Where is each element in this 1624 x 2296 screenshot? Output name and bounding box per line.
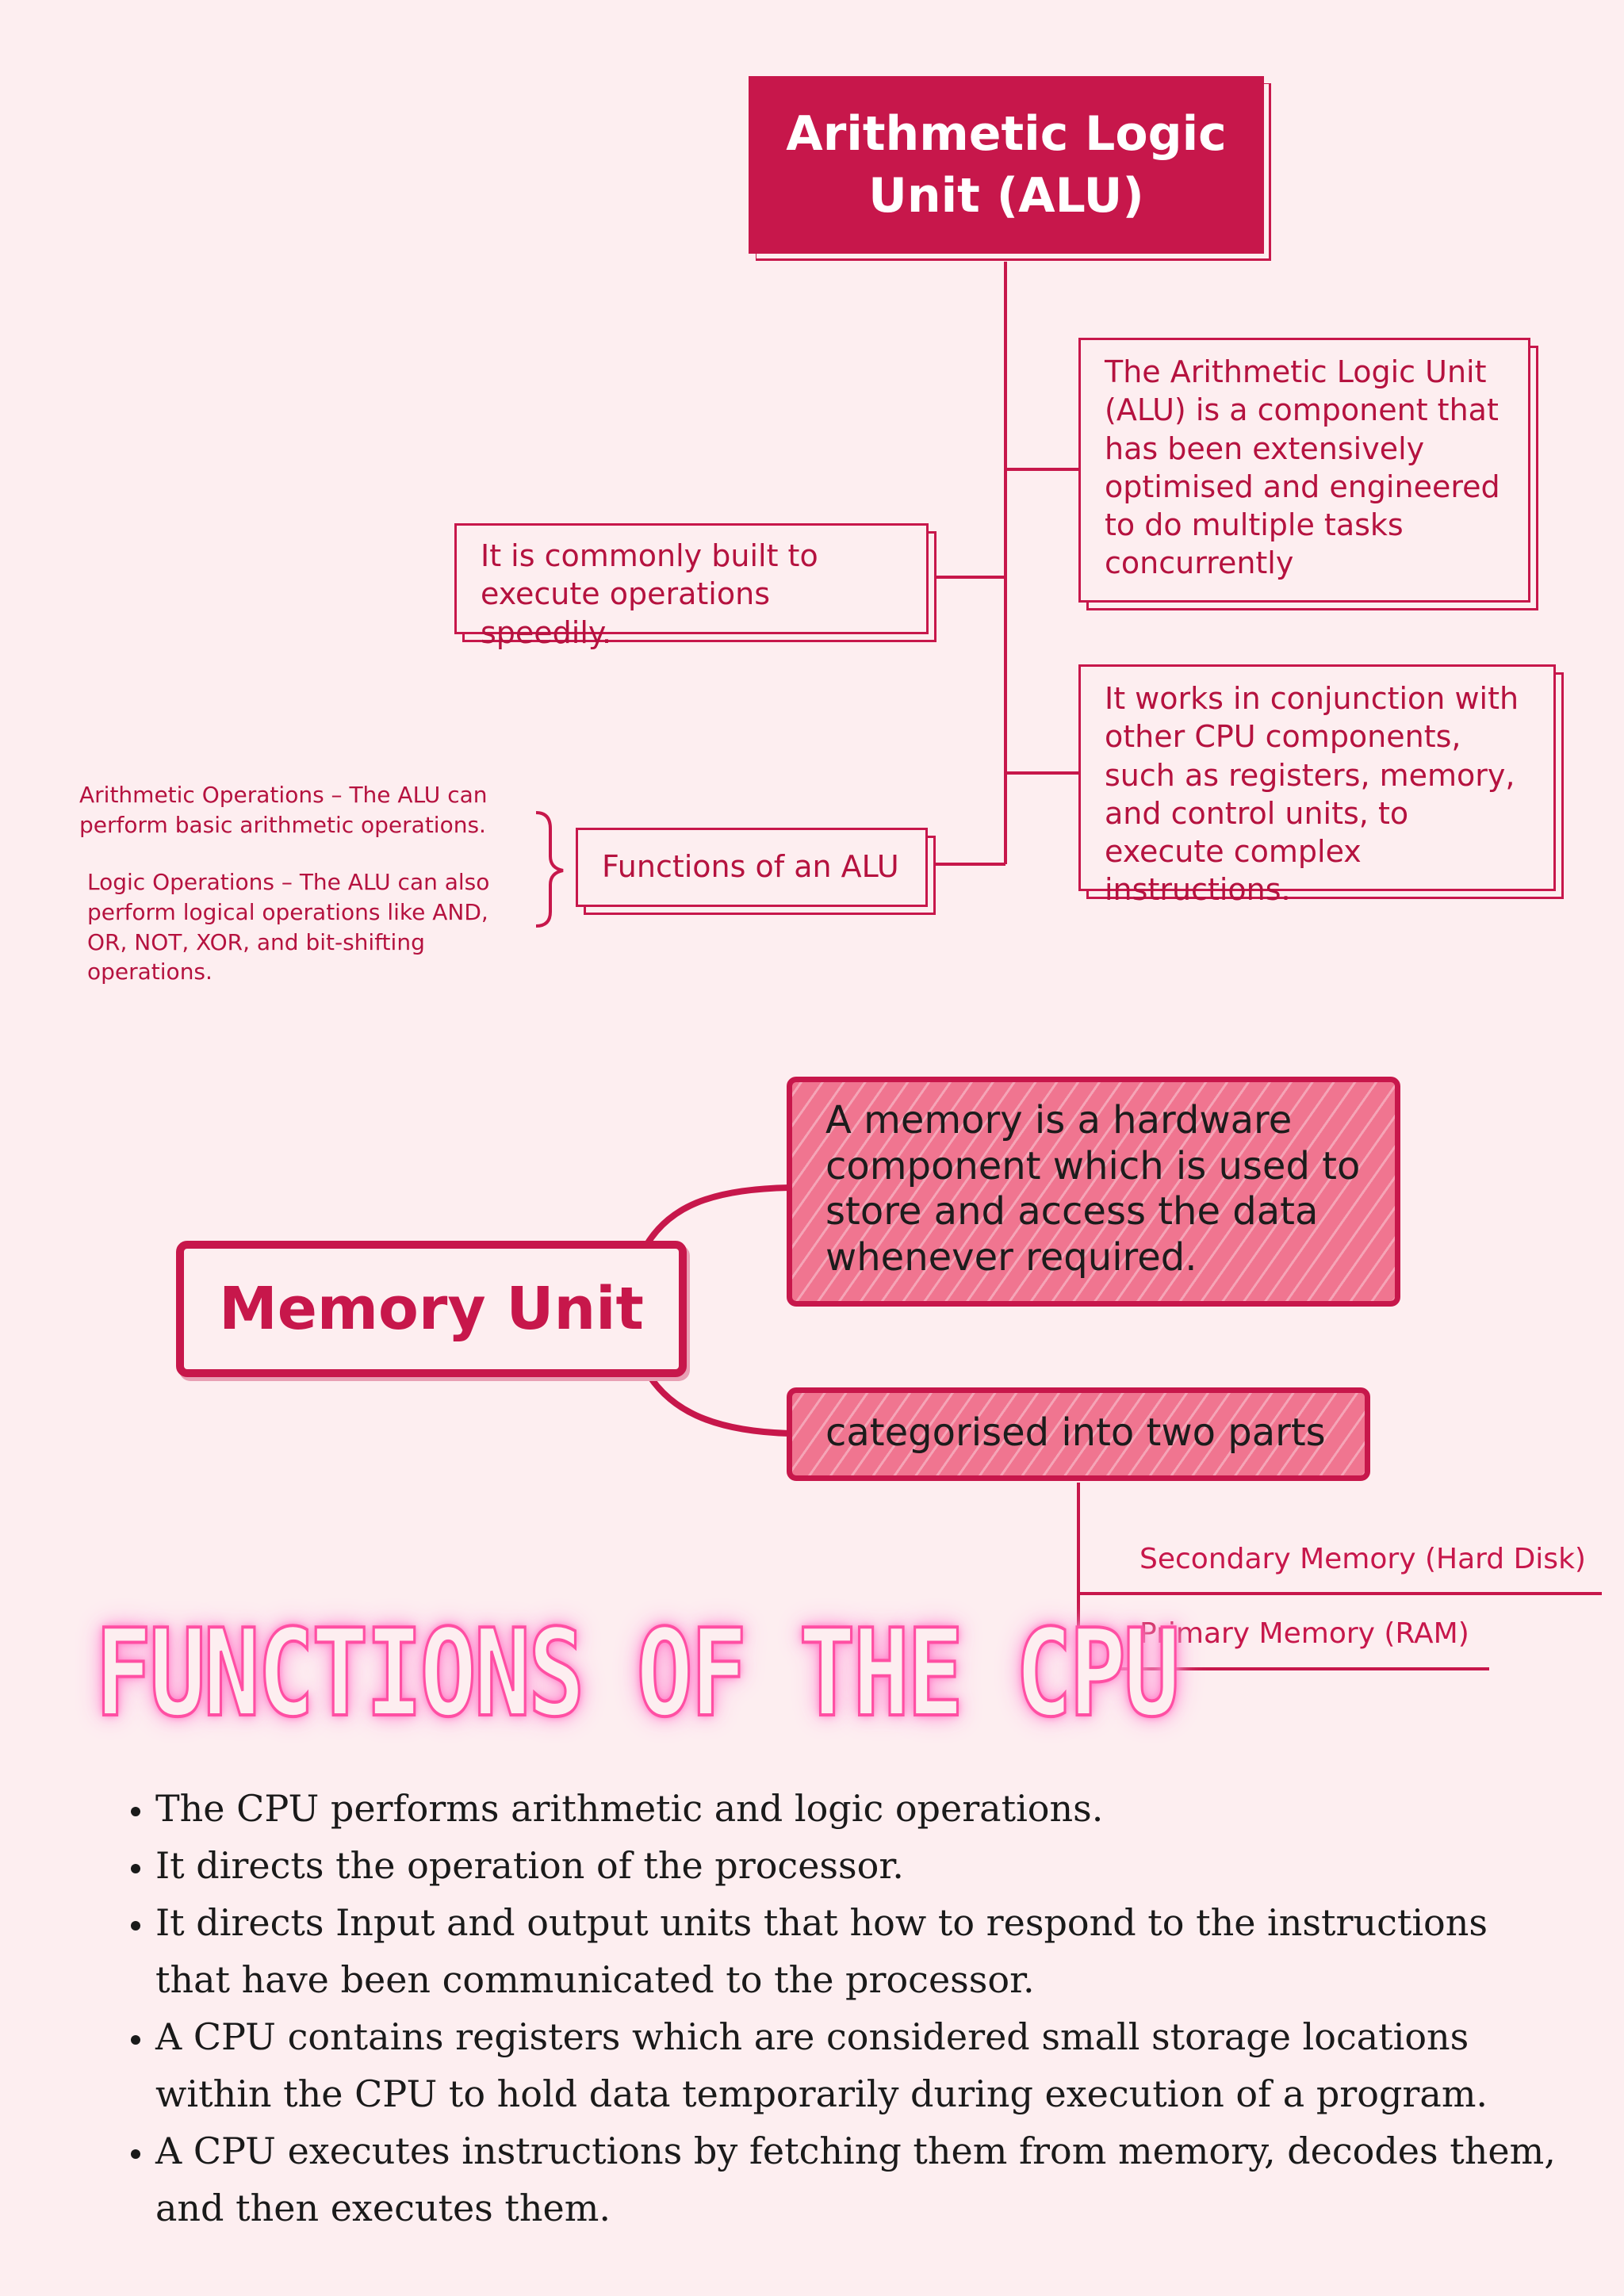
secondary-memory-label: Secondary Memory (Hard Disk) (1139, 1543, 1586, 1575)
memory-unit-title-box: Memory Unit (176, 1241, 687, 1377)
list-item: The CPU performs arithmetic and logic op… (155, 1780, 1562, 1837)
alu-functions-box: Functions of an ALU (576, 828, 928, 907)
memory-definition-box: A memory is a hardware component which i… (787, 1077, 1400, 1307)
alu-conjunction-text: It works in conjunction with other CPU c… (1105, 681, 1519, 908)
alu-title: Arithmetic Logic Unit (ALU) (786, 106, 1227, 224)
alu-engineered-box: The Arithmetic Logic Unit (ALU) is a com… (1078, 338, 1530, 603)
list-item: It directs Input and output units that h… (155, 1894, 1562, 2008)
memory-definition-text: A memory is a hardware component which i… (825, 1098, 1361, 1280)
functions-brace (535, 811, 564, 928)
list-item: It directs the operation of the processo… (155, 1837, 1562, 1894)
cpu-functions-list: The CPU performs arithmetic and logic op… (111, 1780, 1562, 2237)
primary-memory-label: Primary Memory (RAM) (1139, 1617, 1469, 1650)
logic-note-text: Logic Operations – The ALU can also perf… (87, 869, 490, 985)
list-item: A CPU contains registers which are consi… (155, 2008, 1562, 2122)
alu-functions-label: Functions of an ALU (602, 849, 899, 884)
cpu-functions-title: FUNCTIONS OF THE CPU (94, 1601, 1181, 1745)
memory-categorised-text: categorised into two parts (825, 1410, 1326, 1455)
curve-to-categorised (639, 1362, 790, 1437)
arithmetic-note-text: Arithmetic Operations – The ALU can perf… (79, 782, 488, 838)
memory-categorised-box: categorised into two parts (787, 1387, 1370, 1481)
alu-speed-box: It is commonly built to execute operatio… (454, 523, 929, 650)
memory-unit-title: Memory Unit (219, 1275, 644, 1343)
arithmetic-note: Arithmetic Operations – The ALU can perf… (79, 780, 523, 840)
alu-title-box: Arithmetic Logic Unit (ALU) (749, 76, 1264, 254)
alu-speed-text: It is commonly built to execute operatio… (481, 538, 818, 650)
alu-engineered-text: The Arithmetic Logic Unit (ALU) is a com… (1105, 354, 1500, 581)
list-item: A CPU executes instructions by fetching … (155, 2122, 1562, 2237)
logic-note: Logic Operations – The ALU can also perf… (87, 867, 531, 987)
memory-type-secondary: Secondary Memory (Hard Disk) (1139, 1543, 1586, 1575)
alu-conjunction-box: It works in conjunction with other CPU c… (1078, 664, 1556, 907)
memory-type-primary: Primary Memory (RAM) (1139, 1617, 1469, 1650)
curve-to-definition (639, 1184, 790, 1254)
